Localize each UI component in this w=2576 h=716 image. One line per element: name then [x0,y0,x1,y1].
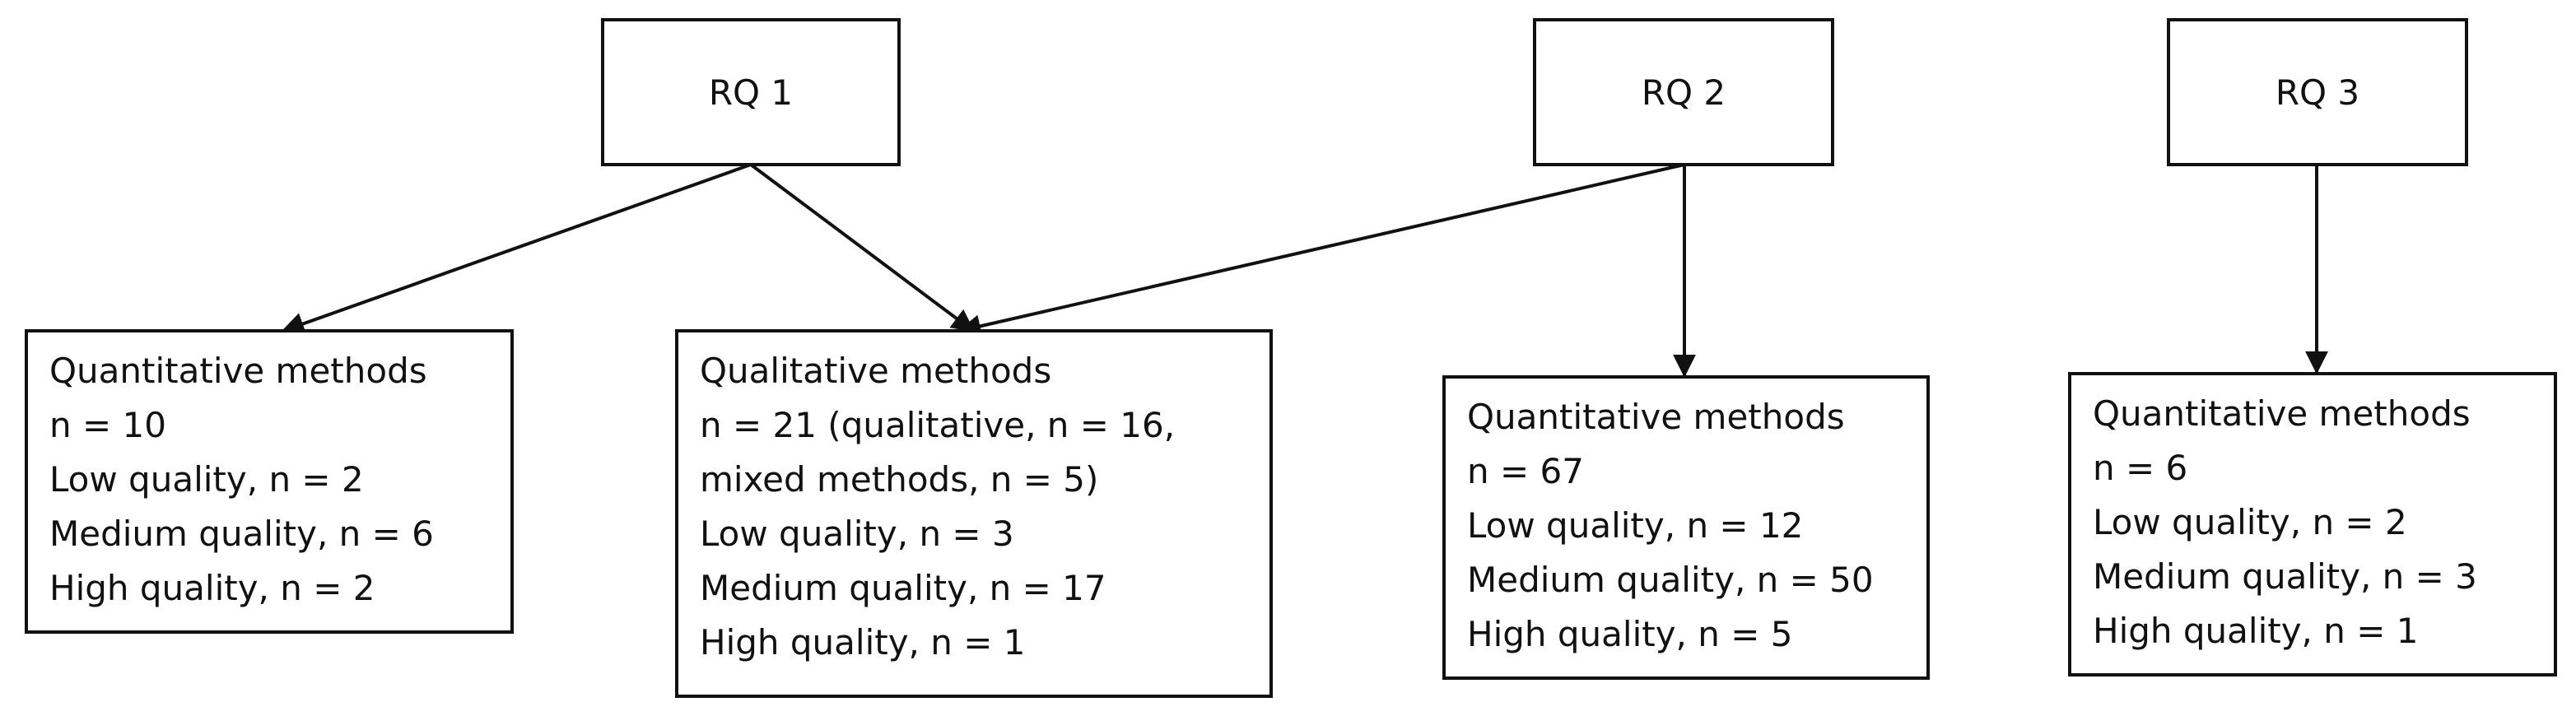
rq3-label: RQ 3 [2275,72,2360,113]
rq1-label: RQ 1 [708,72,794,113]
rq2-quantitative-box: Quantitative methods n = 67 Low quality,… [1442,375,1930,680]
arrow-rq1-to-quantitative [281,163,752,335]
box-line: High quality, n = 1 [700,622,1026,663]
box-line: High quality, n = 5 [1467,614,1793,654]
box-line: High quality, n = 2 [49,568,375,608]
box-line: Qualitative methods [700,351,1052,391]
box-line: n = 6 [2093,448,2188,488]
box-line: n = 67 [1467,451,1584,491]
box-line: mixed methods, n = 5) [700,459,1099,500]
rq2-node: RQ 2 [1533,18,1834,166]
box-line: Medium quality, n = 6 [49,514,434,554]
rq1-node: RQ 1 [601,18,901,166]
rq3-quantitative-box: Quantitative methods n = 6 Low quality, … [2068,372,2557,676]
box-line: Low quality, n = 3 [700,514,1014,554]
box-line: Medium quality, n = 17 [700,568,1106,608]
box-line: Low quality, n = 2 [2093,502,2407,542]
box-line: Quantitative methods [49,351,427,391]
rq2-label: RQ 2 [1641,72,1726,113]
rq3-node: RQ 3 [2167,18,2468,166]
rq1-quantitative-box: Quantitative methods n = 10 Low quality,… [25,329,514,634]
box-line: High quality, n = 1 [2093,611,2419,651]
box-line: Quantitative methods [1467,397,1845,437]
box-line: n = 10 [49,405,166,445]
arrow-rq2-to-qualitative [957,163,1685,338]
box-line: Low quality, n = 12 [1467,505,1804,546]
box-line: Medium quality, n = 3 [2093,556,2477,597]
arrow-rq1-to-qualitative [749,163,976,332]
box-line: Low quality, n = 2 [49,459,364,500]
box-line: Medium quality, n = 50 [1467,560,1874,600]
box-line: Quantitative methods [2093,393,2471,434]
qualitative-box: Qualitative methods n = 21 (qualitative,… [675,329,1273,698]
box-line: n = 21 (qualitative, n = 16, [700,405,1176,445]
